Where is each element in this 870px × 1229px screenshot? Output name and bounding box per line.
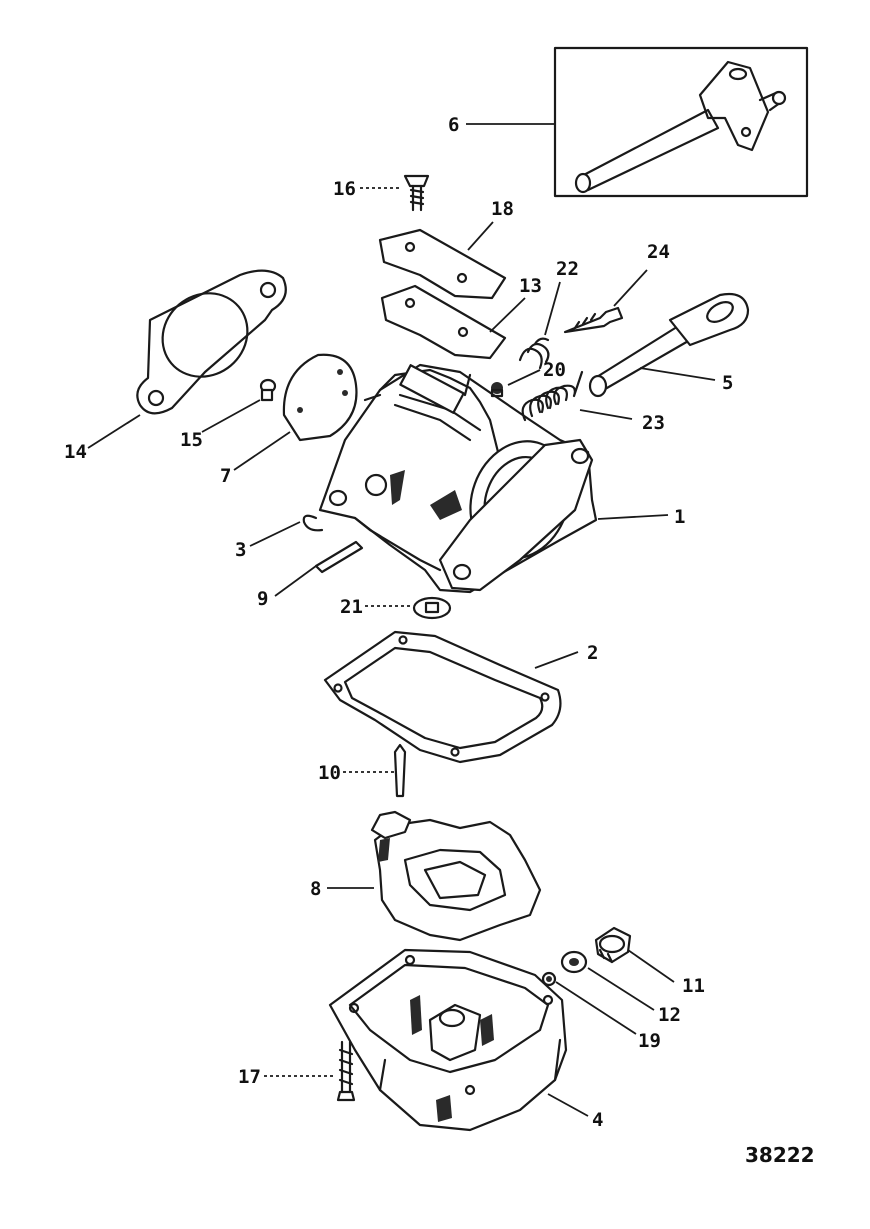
float-bowl-part-4 — [328, 948, 568, 1132]
callout-22: 22 — [556, 258, 579, 280]
callout-23: 23 — [642, 412, 665, 434]
callout-15: 15 — [180, 429, 203, 451]
screw-part-19 — [541, 971, 557, 987]
callout-16: 16 — [333, 178, 356, 200]
throttle-shaft-drawing — [574, 60, 787, 194]
callout-9: 9 — [257, 588, 268, 610]
callout-2: 2 — [587, 642, 598, 664]
callout-12: 12 — [658, 1004, 681, 1026]
drain-plug-part-11 — [594, 926, 632, 964]
throttle-plate-part-7 — [282, 353, 358, 442]
screw-part-17 — [336, 1040, 356, 1102]
pin-part-9 — [314, 540, 364, 574]
callout-7: 7 — [220, 465, 231, 487]
gasket-plate-part-13 — [380, 284, 507, 360]
screw-part-24 — [563, 306, 624, 334]
callout-21: 21 — [340, 596, 363, 618]
callout-labels: 6 16 18 24 22 13 20 5 23 14 15 7 1 3 9 2… — [64, 114, 733, 1131]
inset-box-part-6 — [553, 46, 809, 198]
callout-1: 1 — [674, 506, 685, 528]
float-bowl-gasket-part-2 — [323, 630, 562, 764]
screw-part-15 — [259, 378, 277, 402]
seal-washer-part-12 — [560, 950, 588, 974]
screw-part-20 — [490, 382, 504, 398]
callout-11: 11 — [682, 975, 705, 997]
callout-19: 19 — [638, 1030, 661, 1052]
figure-number: 38222 — [745, 1143, 815, 1167]
needle-part-10 — [393, 743, 407, 798]
callout-18: 18 — [491, 198, 514, 220]
callout-5: 5 — [722, 372, 733, 394]
callout-4: 4 — [592, 1109, 603, 1131]
spring-part-22 — [518, 337, 550, 370]
e-clip-part-3 — [302, 514, 324, 532]
callout-8: 8 — [310, 878, 321, 900]
carburetor-body-part-1 — [318, 363, 598, 594]
callout-13: 13 — [519, 275, 542, 297]
adjustment-shaft-part-5 — [588, 292, 750, 398]
cover-plate-part-18 — [378, 228, 507, 300]
callout-10: 10 — [318, 762, 341, 784]
washer-part-21 — [412, 596, 452, 620]
callout-6: 6 — [448, 114, 459, 136]
callout-3: 3 — [235, 539, 246, 561]
screw-part-16 — [403, 174, 430, 212]
callout-17: 17 — [238, 1066, 261, 1088]
flange-gasket-part-14 — [136, 269, 287, 415]
callout-24: 24 — [647, 241, 670, 263]
coil-spring-part-23 — [521, 370, 584, 422]
callout-14: 14 — [64, 441, 87, 463]
leader-lines — [87, 123, 716, 1117]
callout-20: 20 — [543, 359, 566, 381]
float-part-8 — [370, 810, 542, 942]
